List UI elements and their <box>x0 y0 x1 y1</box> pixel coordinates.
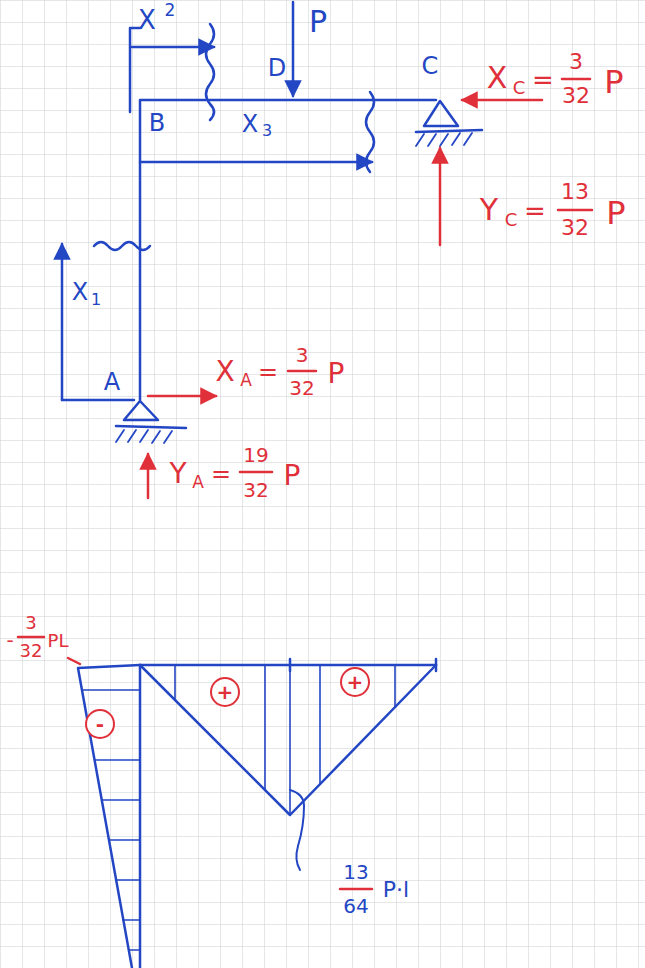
cut-wave <box>366 92 374 172</box>
reaction-arrow <box>462 99 542 102</box>
sign-text: + <box>217 682 234 702</box>
subscript: 2 <box>165 2 176 19</box>
force-label: X <box>215 358 234 386</box>
diagram-baseline <box>140 664 436 667</box>
leader-brace <box>290 790 304 870</box>
load-arrow <box>292 2 295 96</box>
force-label: P <box>606 197 625 229</box>
fraction-bar <box>558 209 592 212</box>
equals-sign: = <box>258 360 278 384</box>
pin-support <box>124 401 158 420</box>
moment-label: P·l <box>383 879 409 901</box>
fraction-numerator: 3 <box>25 614 36 632</box>
coordinate-arrow <box>132 46 214 49</box>
load-label: P <box>309 7 327 37</box>
fraction-bar <box>340 888 372 891</box>
reaction-arrow <box>147 454 150 498</box>
ground-hatch <box>116 430 172 443</box>
fraction-denominator: 32 <box>289 378 314 398</box>
fraction-denominator: 64 <box>343 896 368 916</box>
subscript: 1 <box>91 292 101 308</box>
fraction-numerator: 13 <box>343 862 368 882</box>
equals-sign: = <box>211 462 231 486</box>
fraction-numerator: 13 <box>561 181 589 203</box>
cut-wave <box>94 242 150 250</box>
sign: - <box>6 630 13 650</box>
ground-line <box>116 426 186 428</box>
leader-line <box>68 658 80 664</box>
sign-circle: + <box>340 667 370 697</box>
sign-text: + <box>347 672 364 692</box>
dimension-line <box>62 399 134 402</box>
equals-sign: = <box>532 67 554 93</box>
coordinate-label: X <box>72 280 88 304</box>
point-label: B <box>149 111 165 135</box>
ground-hatch <box>416 133 472 146</box>
pin-support <box>424 101 458 126</box>
reaction-arrow <box>439 148 442 245</box>
fraction-bar <box>562 78 590 81</box>
fraction-numerator: 3 <box>569 51 583 73</box>
diagram-hatch <box>175 665 395 815</box>
subscript: 3 <box>262 123 272 139</box>
subscript: C <box>513 79 526 97</box>
force-label: Y <box>480 195 498 225</box>
fraction-bar <box>18 636 44 639</box>
cut-wave <box>206 24 214 120</box>
moment-diagram <box>140 665 436 815</box>
point-label: A <box>104 370 120 394</box>
subscript: A <box>192 474 204 491</box>
diagram-baseline <box>139 665 142 968</box>
coordinate-arrow <box>140 161 372 164</box>
force-label: Y <box>169 460 186 488</box>
fraction-bar <box>288 370 316 373</box>
subscript: A <box>240 372 252 389</box>
moment-diagram <box>78 665 140 968</box>
fraction-denominator: 32 <box>562 85 590 107</box>
fraction-numerator: 3 <box>296 345 309 365</box>
force-label: X <box>487 63 508 93</box>
point-label: C <box>422 54 439 78</box>
point-label: D <box>268 56 286 80</box>
ground-line <box>416 130 482 132</box>
diagram-hatch <box>82 690 140 950</box>
force-label: P <box>604 66 623 98</box>
coordinate-arrow <box>61 244 64 400</box>
sign-text: - <box>96 714 104 734</box>
cut-bracket <box>130 28 140 112</box>
subscript: C <box>505 211 518 229</box>
fraction-bar <box>240 471 272 474</box>
equals-sign: = <box>524 198 546 224</box>
coordinate-label: X <box>242 112 258 136</box>
force-label: P <box>284 462 301 490</box>
reaction-arrow <box>148 395 216 398</box>
fraction-numerator: 19 <box>243 445 268 465</box>
coordinate-label: X <box>138 7 156 33</box>
fraction-denominator: 32 <box>243 480 268 500</box>
sign-circle: - <box>85 709 115 739</box>
force-label: P <box>328 360 345 388</box>
fraction-denominator: 32 <box>20 642 43 660</box>
fraction-denominator: 32 <box>561 217 589 239</box>
frame-member <box>140 100 436 400</box>
sign-circle: + <box>210 677 240 707</box>
moment-label: PL <box>48 632 69 650</box>
